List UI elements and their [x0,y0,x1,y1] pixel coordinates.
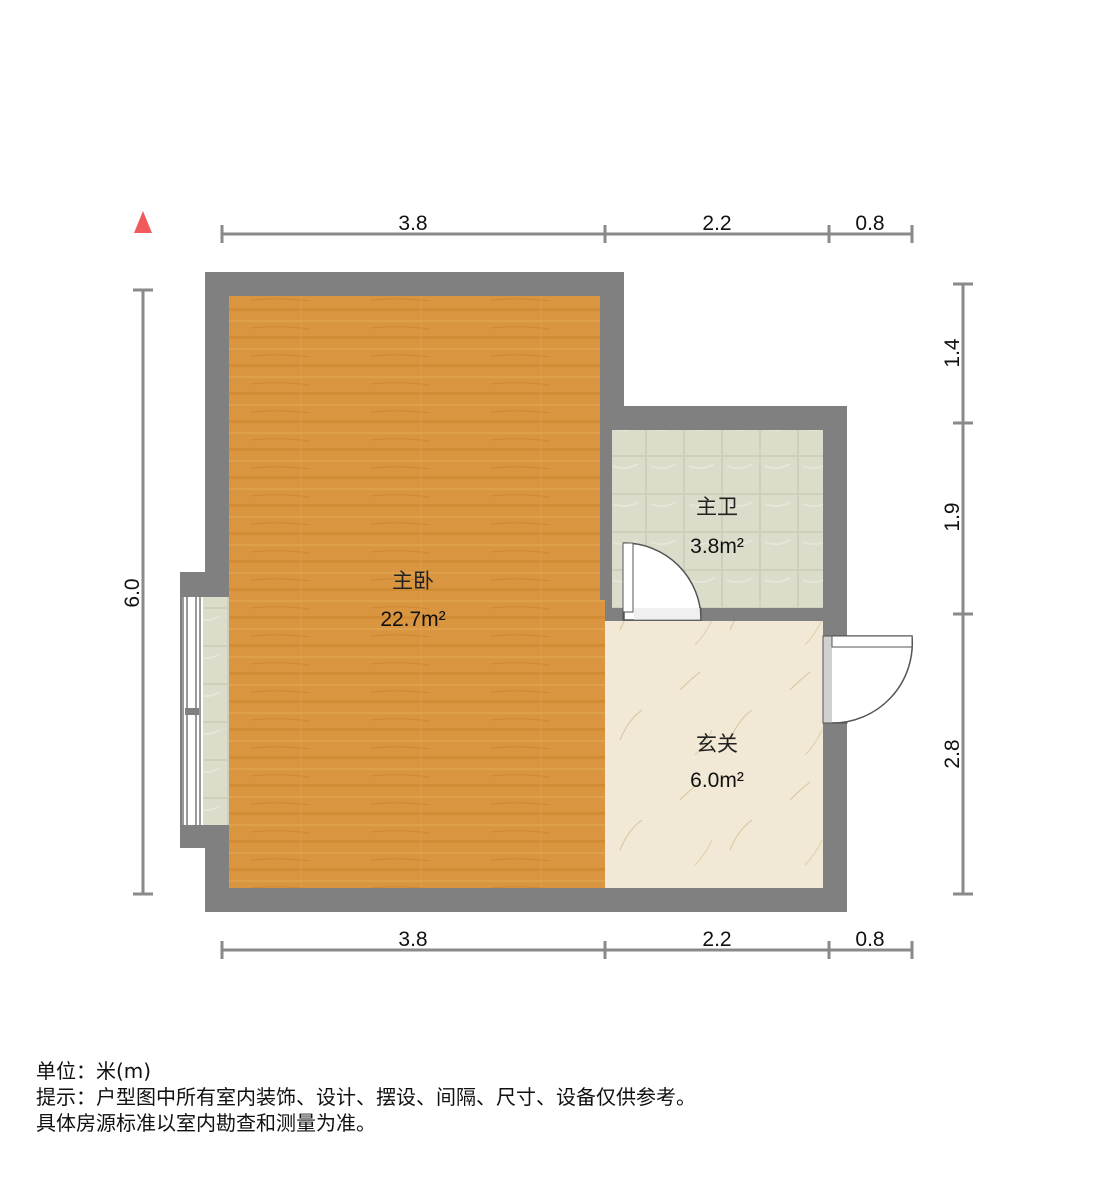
svg-text:22.7m²: 22.7m² [380,608,445,631]
room-label-entrance: 玄关 6.0m² [690,732,744,792]
entrance-door[interactable] [822,635,914,724]
unit-label: 单位：米(m) [36,1059,152,1083]
dimension-right [953,282,973,896]
dim-right-2: 1.9 [941,502,964,531]
dim-bottom-1: 3.8 [398,928,427,951]
disclaimer-line-1: 提示：户型图中所有室内装饰、设计、摆设、间隔、尺寸、设备仅供参考。 [36,1085,696,1109]
svg-text:主卫: 主卫 [696,495,738,519]
dim-right-3: 2.8 [941,739,964,768]
window [182,597,229,825]
north-arrow-icon [134,211,152,233]
svg-text:3.8m²: 3.8m² [690,535,744,558]
dim-top-2: 2.2 [702,212,731,235]
dimension-left [133,288,153,896]
svg-text:玄关: 玄关 [696,732,738,756]
room-floor-entrance [605,621,823,888]
dimension-top [220,225,914,243]
room-label-master-bedroom: 主卧 22.7m² [380,569,445,631]
bathroom-door[interactable] [622,542,702,621]
dimension-bottom [220,941,914,959]
disclaimer-line-2: 具体房源标准以室内勘查和测量为准。 [36,1111,376,1135]
dim-top-1: 3.8 [398,212,427,235]
room-label-bathroom: 主卫 3.8m² [690,495,744,558]
svg-text:主卧: 主卧 [392,569,434,593]
dim-bottom-2: 2.2 [702,928,731,951]
dim-top-3: 0.8 [855,212,884,235]
svg-text:6.0m²: 6.0m² [690,769,744,792]
room-floor-master-bedroom-lower [229,600,605,888]
plan-notes: 单位：米(m) 提示：户型图中所有室内装饰、设计、摆设、间隔、尺寸、设备仅供参考… [36,1058,696,1136]
dim-left-1: 6.0 [121,578,144,607]
dim-bottom-3: 0.8 [855,928,884,951]
dim-right-1: 1.4 [941,338,964,368]
